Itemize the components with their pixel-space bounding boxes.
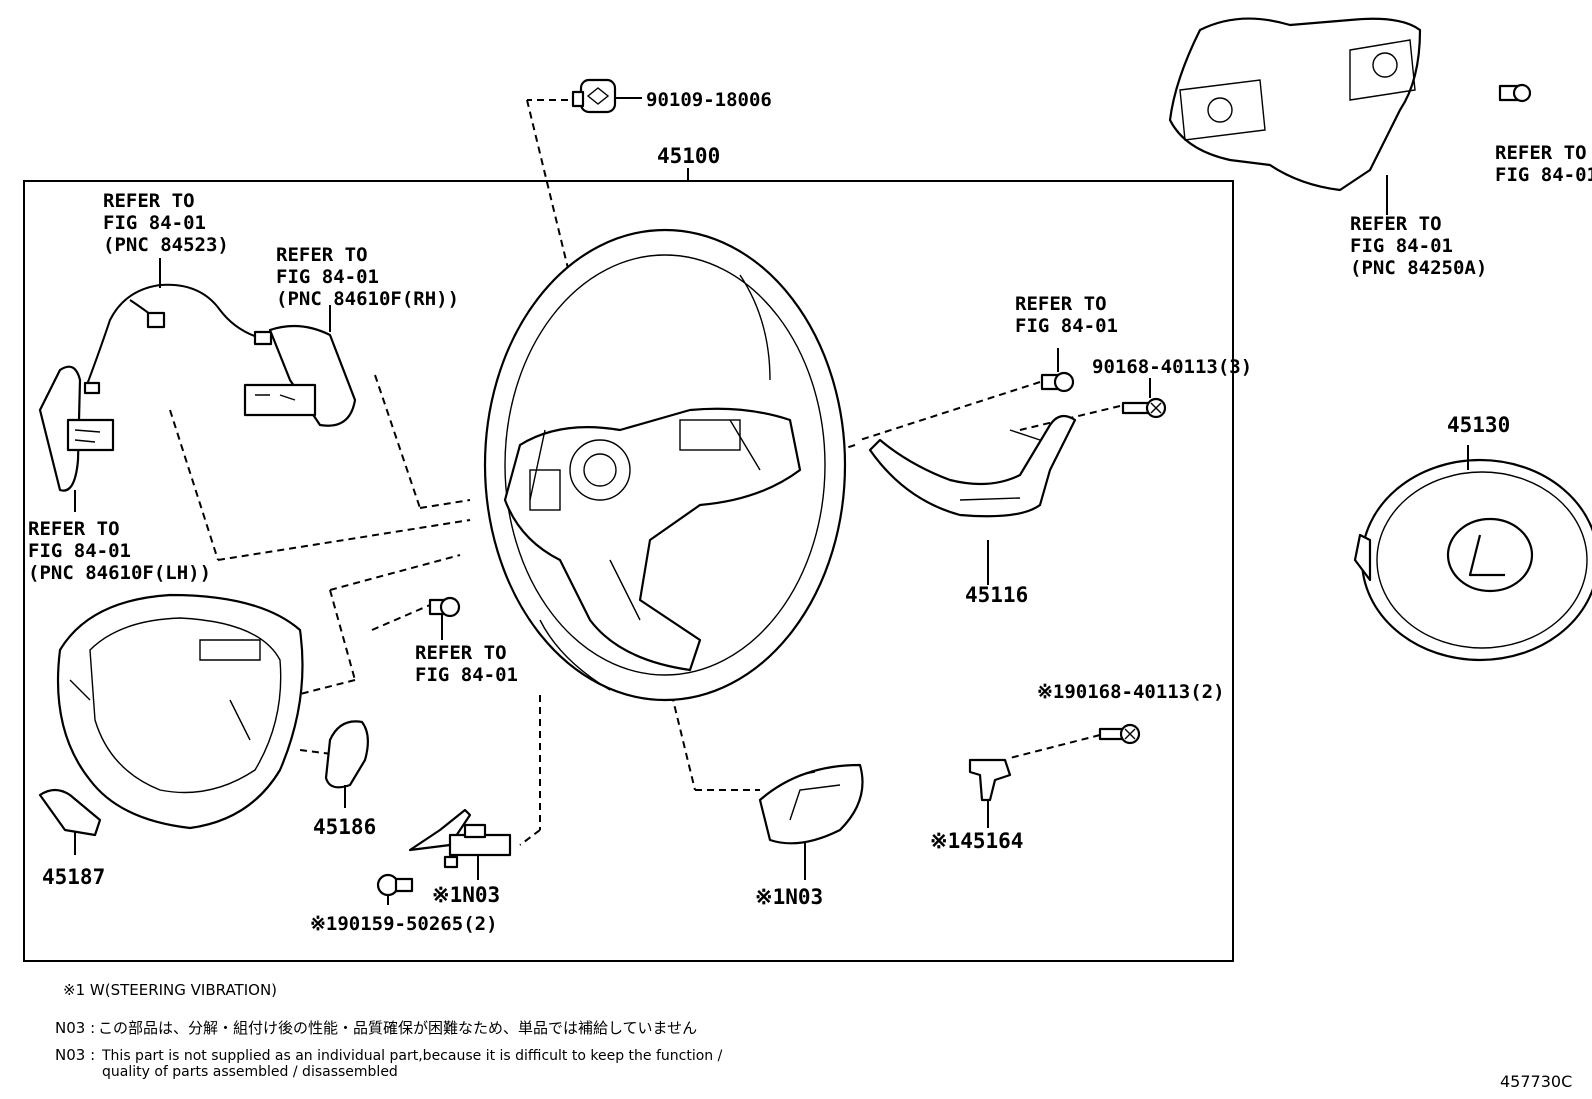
- part-labels: 45100 90109-18006 REFER TO FIG 84-01 (PN…: [28, 89, 1592, 935]
- label-refer-tr-1: REFER TO: [1495, 142, 1587, 164]
- label-45186: 45186: [313, 815, 376, 839]
- label-refer-tr-5: (PNC 84250A): [1350, 257, 1487, 279]
- label-n03-left: ※1N03: [432, 883, 500, 907]
- label-90109: 90109-18006: [646, 89, 772, 111]
- label-190159: ※190159-50265(2): [310, 913, 498, 935]
- footnote-vibration: ※1 W(STEERING VIBRATION): [63, 981, 277, 999]
- cap-45186: [324, 720, 369, 808]
- label-refer-wire-3: (PNC 84523): [103, 234, 229, 256]
- label-refer-right-1: REFER TO: [1015, 293, 1107, 315]
- label-90168-3: 90168-40113(3): [1092, 356, 1252, 378]
- n03-note-en-2: quality of parts assembled / disassemble…: [102, 1064, 398, 1080]
- paddle-rh: [243, 305, 357, 427]
- bracket-145164: [968, 758, 1012, 828]
- label-refer-lh-2: FIG 84-01: [28, 540, 131, 562]
- lower-cover: [56, 593, 304, 830]
- label-refer-rh-2: FIG 84-01: [276, 266, 379, 288]
- label-refer-lh-3: (PNC 84610F(LH)): [28, 562, 211, 584]
- label-refer-lh-1: REFER TO: [28, 518, 120, 540]
- label-45130: 45130: [1447, 413, 1510, 437]
- label-refer-right-2: FIG 84-01: [1015, 315, 1118, 337]
- label-refer-rh-3: (PNC 84610F(RH)): [276, 288, 459, 310]
- n03-note-en-1: This part is not supplied as an individu…: [101, 1048, 723, 1064]
- screw-190159: [376, 873, 414, 905]
- label-refer-tr-3: REFER TO: [1350, 213, 1442, 235]
- label-refer-center-2: FIG 84-01: [415, 664, 518, 686]
- label-refer-wire-2: FIG 84-01: [103, 212, 206, 234]
- screw-90168-3: [1121, 378, 1167, 419]
- label-n03-right: ※1N03: [755, 885, 823, 909]
- label-45187: 45187: [42, 865, 105, 889]
- label-45116: 45116: [965, 583, 1028, 607]
- wire-harness: [83, 258, 273, 395]
- screw-190168: [1098, 723, 1141, 745]
- n03-prefix-jp: N03 :: [55, 1019, 95, 1037]
- cover-45187: [38, 788, 102, 855]
- label-refer-center-1: REFER TO: [415, 642, 507, 664]
- garnish-45116: [868, 414, 1077, 585]
- vibration-unit-right: [758, 763, 864, 880]
- footnotes: ※1 W(STEERING VIBRATION) N03 : この部品は、分解・…: [55, 981, 1572, 1091]
- label-refer-tr-4: FIG 84-01: [1350, 235, 1453, 257]
- label-refer-wire-1: REFER TO: [103, 190, 195, 212]
- horn-pad-45130: [1353, 445, 1592, 662]
- label-45100: 45100: [657, 144, 720, 168]
- label-refer-rh-1: REFER TO: [276, 244, 368, 266]
- screw-right-refer: [1040, 348, 1075, 393]
- screw-center: [428, 596, 461, 640]
- n03-note-jp: この部品は、分解・組付け後の性能・品質確保が困難なため、単品では補給していません: [98, 1019, 697, 1037]
- label-refer-tr-2: FIG 84-01: [1495, 164, 1592, 186]
- steering-wheel: [483, 228, 847, 702]
- switch-assembly: [1168, 17, 1532, 215]
- label-190168: ※190168-40113(2): [1037, 681, 1225, 703]
- nut-90109: [571, 78, 642, 114]
- diagram-code: 457730C: [1500, 1072, 1572, 1091]
- n03-prefix-en: N03 :: [55, 1046, 95, 1064]
- vibration-unit-left: [408, 808, 512, 880]
- assembly-frame: [23, 180, 1234, 962]
- label-145164: ※145164: [930, 829, 1023, 853]
- paddle-lh: [38, 365, 115, 512]
